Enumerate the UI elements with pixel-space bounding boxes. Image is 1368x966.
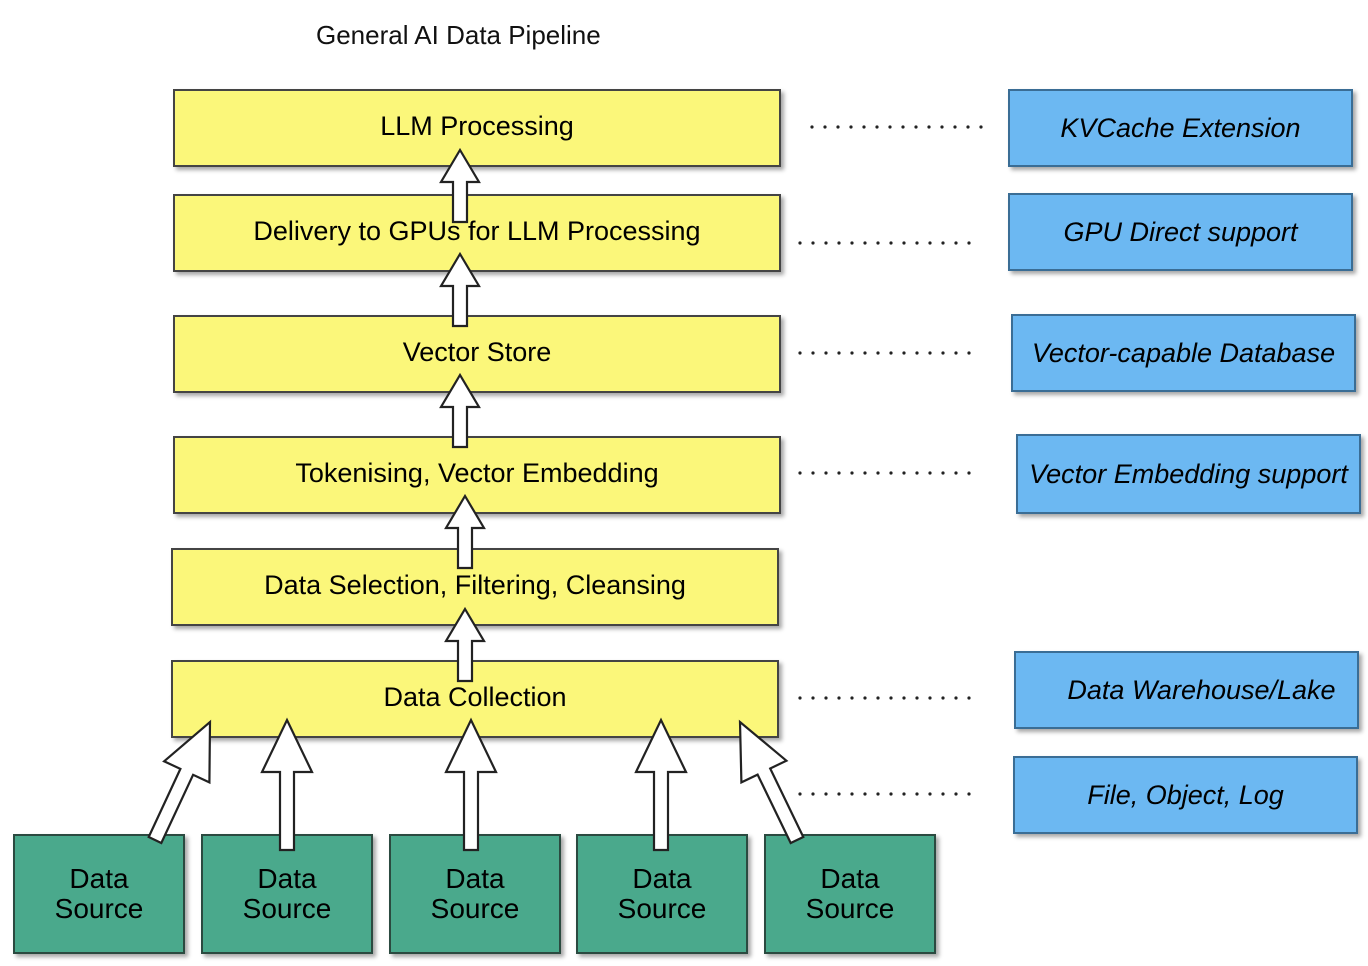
stage-label: Data Selection, Filtering, Cleansing — [264, 569, 686, 600]
stage-label: Delivery to GPUs for LLM Processing — [253, 215, 701, 246]
arrow-source2-to-collection — [260, 717, 314, 852]
arrow-source4-to-collection — [634, 717, 688, 852]
support-label: Vector Embedding support — [1029, 458, 1348, 489]
support-data-warehouse-lake: Data Warehouse/Lake — [1014, 651, 1359, 729]
source-label-line2: Source — [54, 893, 144, 924]
source-label-line1: Data — [69, 863, 129, 894]
support-vector-embedding: Vector Embedding support — [1016, 434, 1361, 514]
support-label: Data Warehouse/Lake — [1067, 674, 1336, 705]
support-gpu-direct: GPU Direct support — [1008, 193, 1353, 271]
stage-label: Tokenising, Vector Embedding — [295, 457, 659, 488]
stage-label: Vector Store — [402, 336, 552, 367]
stage-tokenising: Tokenising, Vector Embedding — [173, 436, 781, 514]
arrow-vector-store-to-delivery — [439, 251, 481, 328]
arrow-tokenising-to-vector-store — [439, 372, 481, 449]
source-label-line1: Data — [445, 863, 505, 894]
source-label-line2: Source — [617, 893, 707, 924]
source-label-line1: Data — [820, 863, 880, 894]
support-label: KVCache Extension — [1060, 112, 1301, 143]
support-label: GPU Direct support — [1063, 216, 1298, 247]
stage-label: Data Collection — [383, 681, 567, 712]
source-label-line2: Source — [430, 893, 520, 924]
arrow-source1-to-collection — [147, 719, 212, 845]
stage-data-selection: Data Selection, Filtering, Cleansing — [171, 548, 779, 626]
stage-vector-store: Vector Store — [173, 315, 781, 393]
support-label: File, Object, Log — [1087, 779, 1284, 810]
arrow-source5-to-collection — [738, 719, 805, 845]
source-label-line1: Data — [257, 863, 317, 894]
stage-llm-processing: LLM Processing — [173, 89, 781, 167]
arrow-source3-to-collection — [444, 717, 498, 852]
support-kvcache-extension: KVCache Extension — [1008, 89, 1353, 167]
arrow-selection-to-tokenising — [444, 493, 486, 570]
support-vector-database: Vector-capable Database — [1011, 314, 1356, 392]
source-label-line2: Source — [242, 893, 332, 924]
arrow-collection-to-selection — [444, 606, 486, 683]
stage-delivery-to-gpus: Delivery to GPUs for LLM Processing — [173, 194, 781, 272]
arrow-delivery-to-llm — [439, 147, 481, 224]
stage-label: LLM Processing — [380, 110, 574, 141]
support-label: Vector-capable Database — [1031, 337, 1336, 368]
source-label-line1: Data — [632, 863, 692, 894]
support-file-object-log: File, Object, Log — [1013, 756, 1358, 834]
source-label-line2: Source — [805, 893, 895, 924]
stage-data-collection: Data Collection — [171, 660, 779, 738]
diagram-title: General AI Data Pipeline — [316, 20, 601, 50]
